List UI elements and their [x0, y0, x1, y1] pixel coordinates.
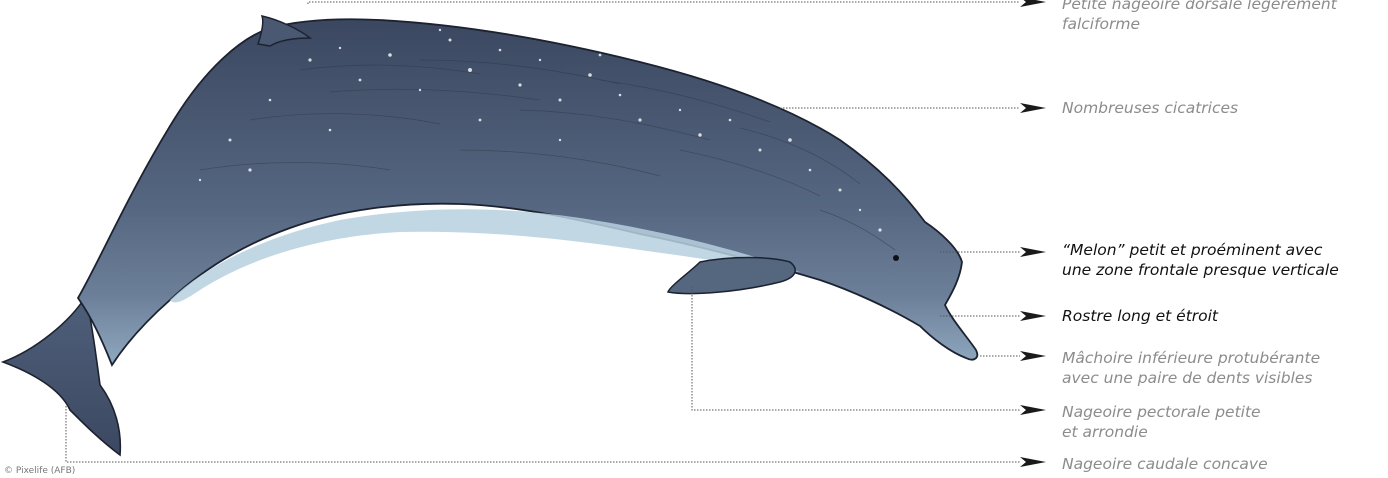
leader-line-dorsal-fin	[308, 2, 1020, 4]
annotation-line: “Melon” petit et proéminent avec	[1062, 240, 1339, 260]
annotation-line: Nageoire caudale concave	[1062, 454, 1268, 474]
arrowhead-tail	[1020, 457, 1046, 467]
annotation-line: Nageoire pectorale petite	[1062, 402, 1261, 422]
annotation-line: avec une paire de dents visibles	[1062, 368, 1320, 388]
annotation-line: Petite nageoire dorsale légèrement	[1062, 0, 1337, 14]
arrowhead-melon	[1020, 247, 1046, 257]
image-credit: © Pixelife (AFB)	[4, 466, 75, 476]
annotation-line: et arrondie	[1062, 422, 1261, 442]
annotation-rostrum: Rostre long et étroit	[1062, 306, 1218, 326]
annotation-scars: Nombreuses cicatrices	[1062, 98, 1238, 118]
annotation-line: une zone frontale presque verticale	[1062, 260, 1339, 280]
arrowhead-scars	[1020, 103, 1046, 113]
annotation-tail: Nageoire caudale concave	[1062, 454, 1268, 474]
pectoral-fin	[668, 258, 795, 294]
annotation-line: Nombreuses cicatrices	[1062, 98, 1238, 118]
arrowhead-rostrum	[1020, 311, 1046, 321]
arrowhead-pectoral-fin	[1020, 405, 1046, 415]
arrowhead-dorsal-fin	[1020, 0, 1046, 7]
dolphin-body	[78, 19, 977, 365]
leader-line-tail	[66, 406, 1020, 462]
annotation-line: Mâchoire inférieure protubérante	[1062, 348, 1320, 368]
annotation-line: Rostre long et étroit	[1062, 306, 1218, 326]
eye	[893, 255, 899, 261]
annotation-line: falciforme	[1062, 14, 1337, 34]
arrowhead-jaw	[1020, 351, 1046, 361]
